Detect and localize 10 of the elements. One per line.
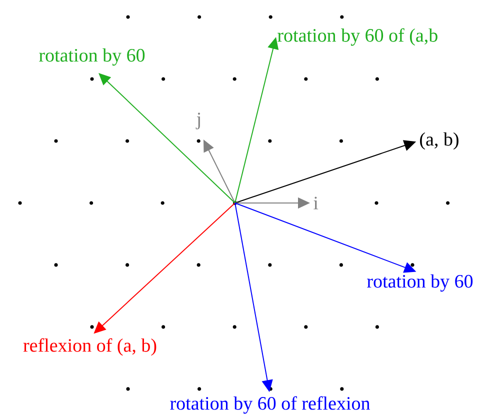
vector-label: rotation by 60 [367, 274, 473, 292]
origin-point [233, 201, 237, 205]
vector-label: (a, b) [420, 132, 458, 150]
vector-arrow [98, 73, 236, 204]
vector-label: rotation by 60 of (a,b [278, 28, 438, 46]
vector-label: reflexion of (a, b) [23, 338, 156, 356]
vector-label: i [314, 196, 318, 210]
vector-label: rotation by 60 [39, 48, 145, 66]
vector-label: j [196, 112, 200, 130]
vector-label: rotation by 60 of reflexion [170, 396, 370, 414]
